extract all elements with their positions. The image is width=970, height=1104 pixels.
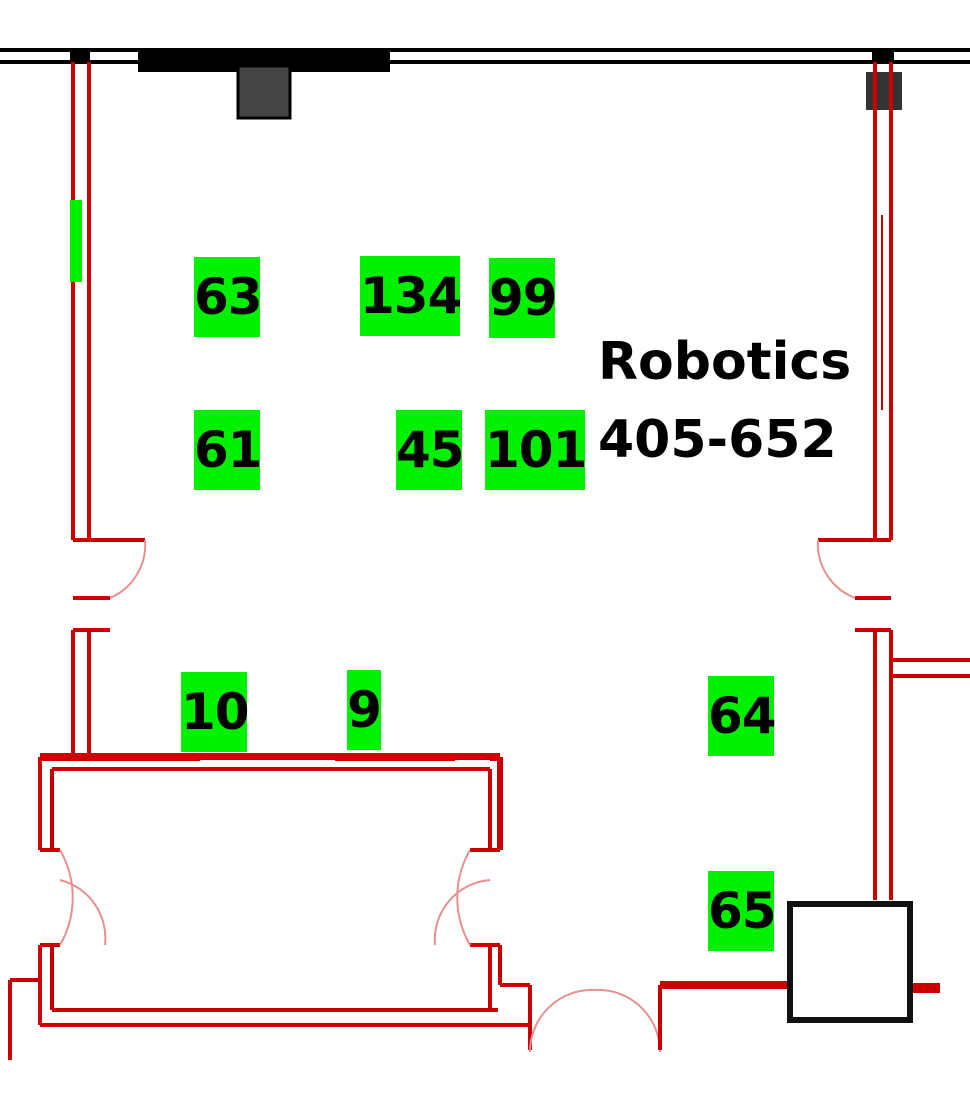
label-63[interactable]: 63 bbox=[194, 257, 263, 337]
label-101[interactable]: 101 bbox=[485, 410, 587, 490]
pillar bbox=[236, 64, 292, 120]
door-swing bbox=[109, 539, 147, 599]
label-61[interactable]: 61 bbox=[194, 410, 263, 490]
door-swing bbox=[59, 879, 107, 946]
door-swing bbox=[816, 539, 856, 599]
door-swing bbox=[59, 849, 74, 946]
label-9[interactable]: 9 bbox=[347, 670, 382, 750]
pillar bbox=[866, 72, 902, 110]
label-134[interactable]: 134 bbox=[360, 256, 462, 336]
label-64[interactable]: 64 bbox=[708, 676, 777, 756]
door-swing bbox=[528, 988, 596, 1053]
door-swing bbox=[456, 849, 471, 946]
label-65[interactable]: 65 bbox=[708, 871, 777, 951]
label-45[interactable]: 45 bbox=[396, 410, 465, 490]
right-wall bbox=[818, 62, 970, 900]
room-title: Robotics 405-652 bbox=[598, 323, 858, 479]
exterior-wall-top bbox=[0, 48, 970, 72]
left-wall bbox=[71, 62, 145, 760]
shaft bbox=[787, 901, 913, 1023]
door-swing bbox=[433, 879, 491, 946]
room-number: 405-652 bbox=[598, 410, 837, 470]
door-swing bbox=[594, 988, 662, 1053]
partial-label bbox=[70, 200, 82, 282]
inner-room bbox=[8, 753, 532, 1060]
bottom-right-wall bbox=[658, 981, 940, 1050]
label-10[interactable]: 10 bbox=[181, 672, 250, 752]
room-name: Robotics bbox=[598, 332, 852, 392]
label-99[interactable]: 99 bbox=[489, 258, 558, 338]
